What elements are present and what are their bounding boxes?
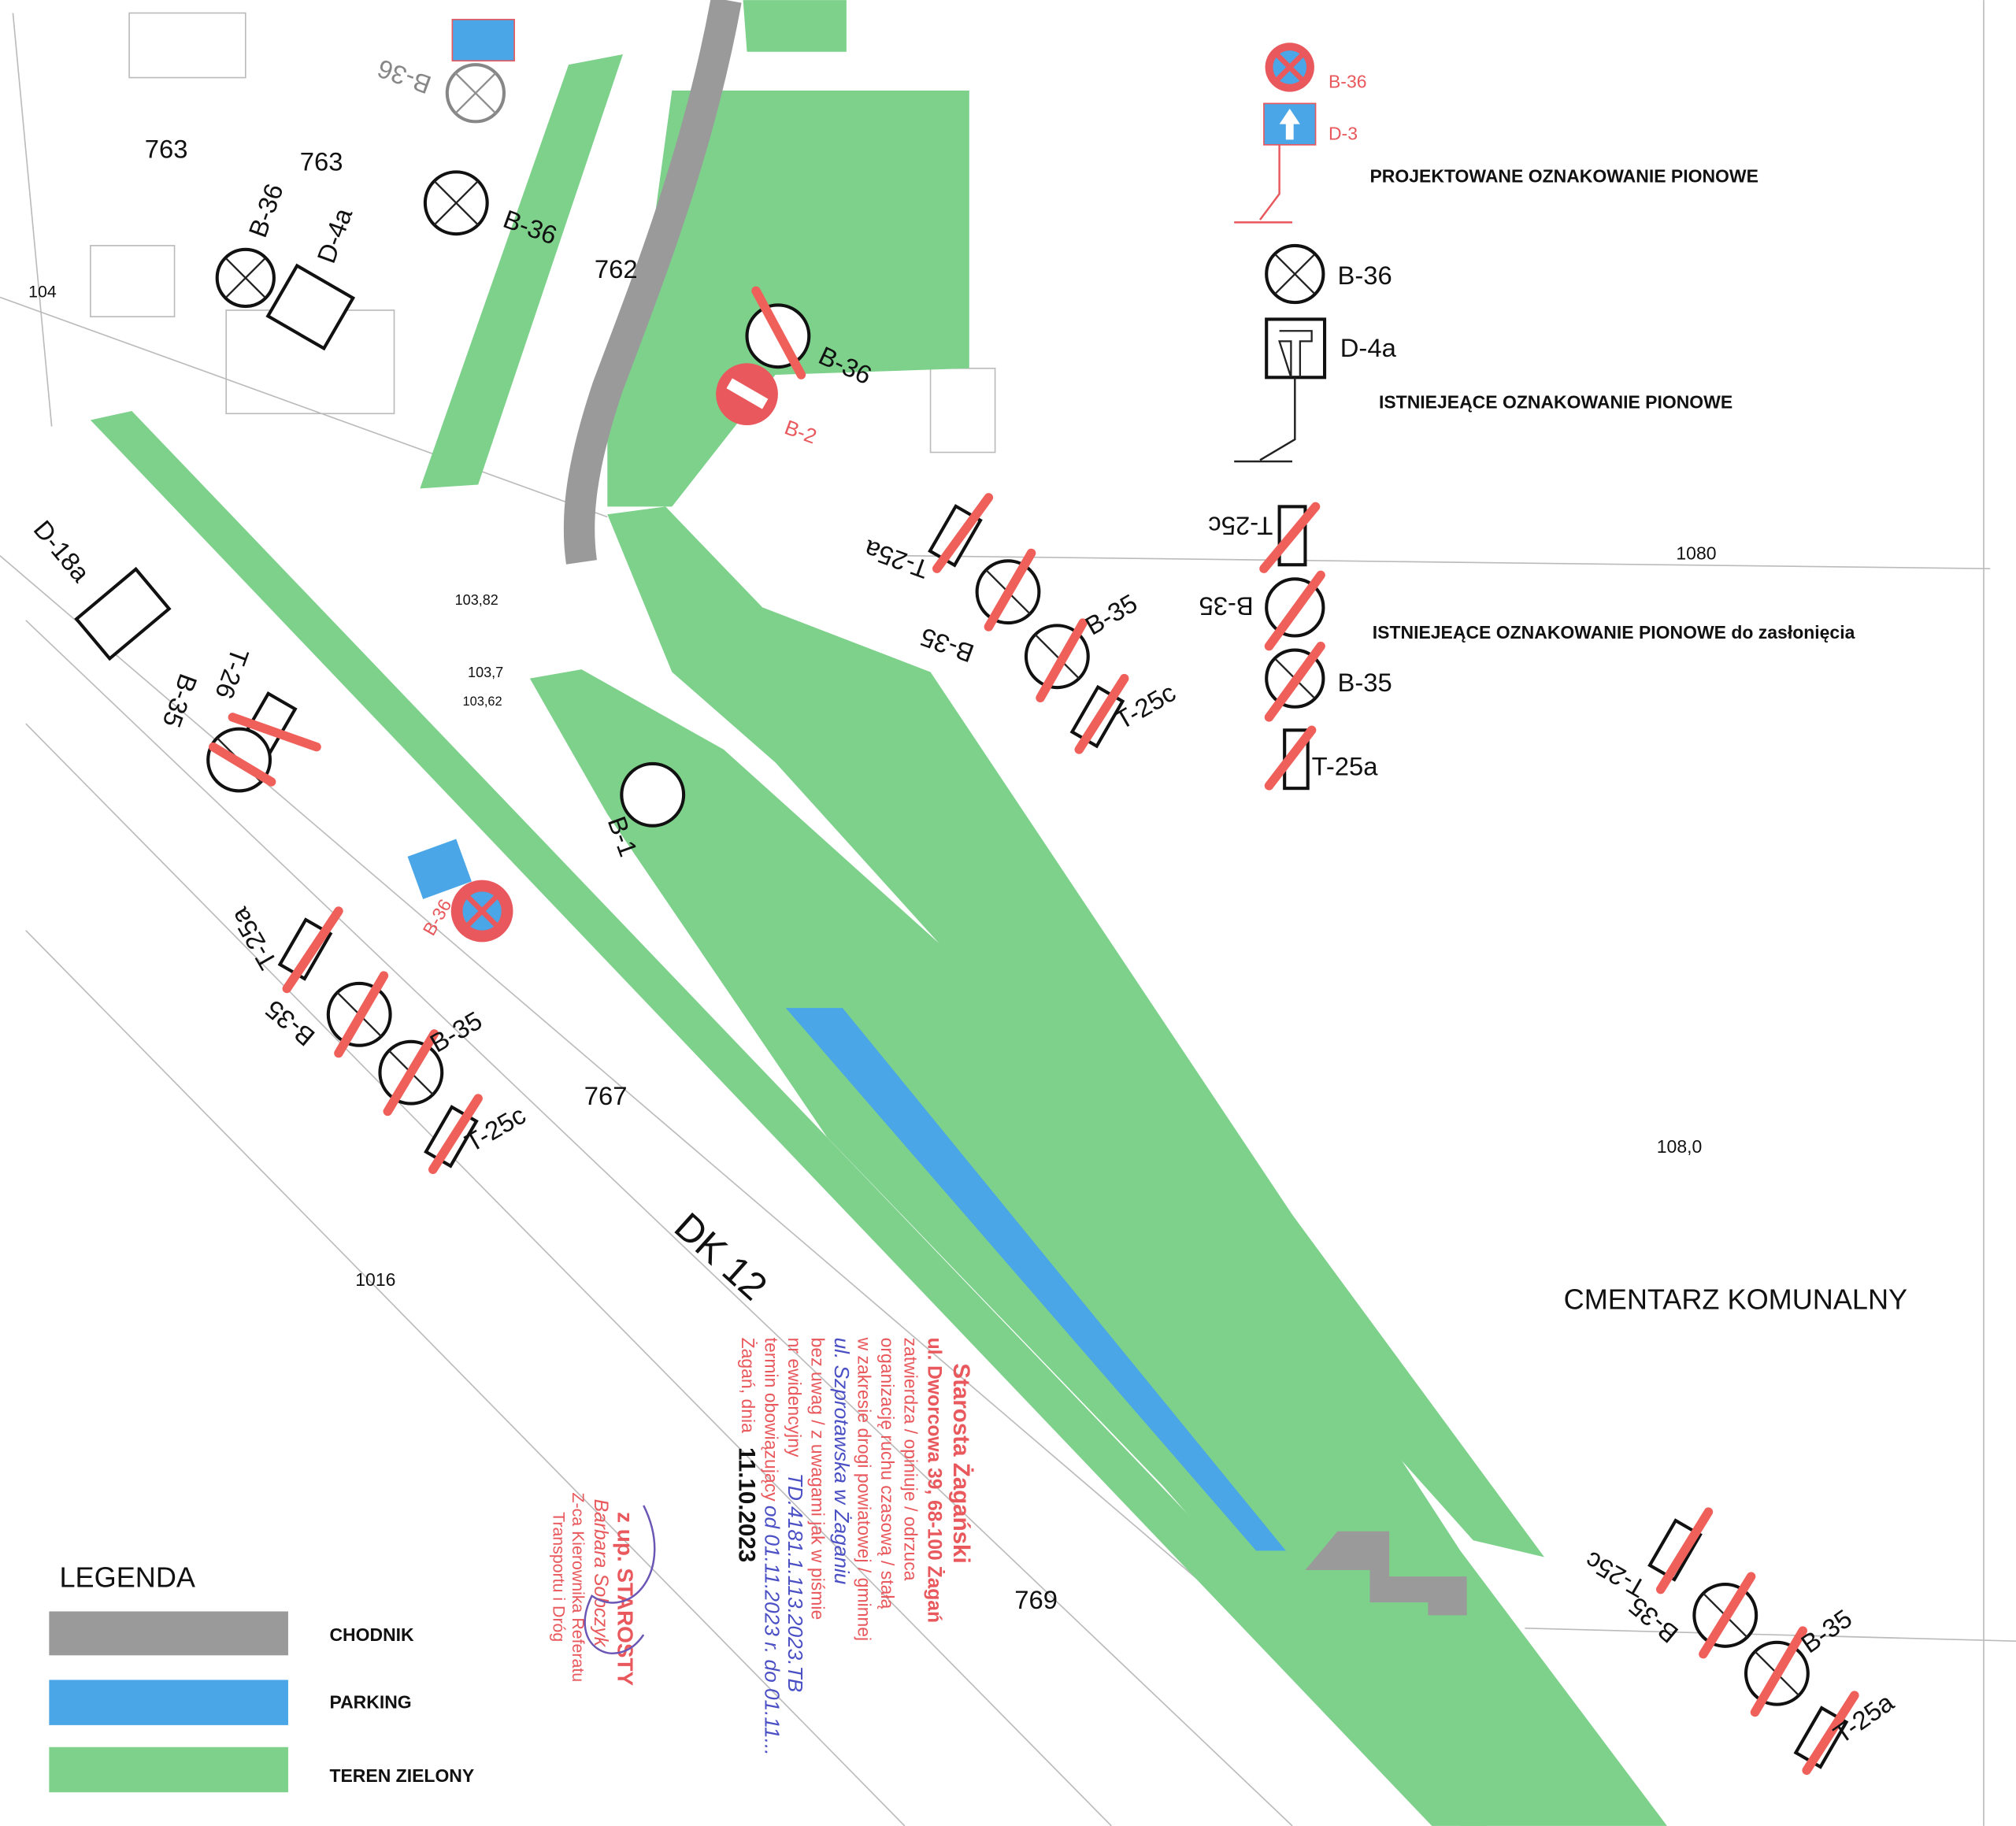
svg-text:T-26: T-26 (209, 644, 254, 702)
key-existing-sign: D-4a (1340, 333, 1397, 362)
sign-t25a-covered: T-25a (1793, 1687, 1899, 1776)
elevation-label: 1080 (1676, 543, 1716, 564)
sign-t25a-covered: T-25a (224, 902, 343, 994)
key-existing-sign: B-36 (1337, 261, 1392, 290)
signature-line: Z-ca Kierownika Referatu (569, 1493, 587, 1683)
stamp-line: termin obowiązujący (761, 1338, 781, 1502)
key-existing-title: ISTNIEJEĄCE OZNAKOWANIE PIONOWE (1379, 392, 1732, 413)
sidewalk-path (563, 0, 742, 565)
handwritten-road: ul. Szprotawska w Żaganiu (830, 1338, 854, 1585)
sign-t25c-covered: T-25c (1580, 1507, 1714, 1603)
legend-swatch-chodnik (49, 1611, 288, 1656)
legend-label: TEREN ZIELONY (329, 1765, 474, 1786)
parcel-label: 763 (145, 134, 188, 163)
stamp-line: Starosta Żagański (948, 1363, 974, 1563)
road-label: DK 12 (666, 1205, 775, 1309)
elevation-label: 103,7 (468, 665, 503, 680)
stamp-line: w zakresie drogi powiatowej / gminnej (854, 1337, 875, 1642)
sign-d18a: D-18a (28, 515, 172, 661)
svg-text:B-36: B-36 (373, 54, 435, 99)
parcel-label: 104 (28, 283, 57, 302)
svg-text:B-2: B-2 (781, 415, 820, 448)
stamp-line: nr ewidencyjny (784, 1338, 805, 1457)
sign-b35-covered: B-35 (1744, 1603, 1857, 1717)
approval-stamp: Starosta Żagański ul. Dworcowa 39, 68-10… (549, 1337, 974, 1756)
stamp-line: organizację ruchu czasową / stałą (877, 1338, 898, 1609)
svg-text:B-36: B-36 (419, 895, 456, 939)
parcel-label: 763 (300, 147, 343, 176)
svg-text:B-35: B-35 (1080, 588, 1143, 641)
parking-area (785, 1008, 1286, 1551)
legend: LEGENDA CHODNIK PARKING TEREN ZIELONY (49, 1561, 474, 1793)
signature-line: Transportu i Dróg (549, 1512, 568, 1642)
elevation-label: 103,82 (455, 592, 498, 608)
sign-b35-covered: B-35 (260, 971, 392, 1058)
key-projected-title: PROJEKTOWANE OZNAKOWANIE PIONOWE (1369, 166, 1758, 187)
sign-b36: B-36 (423, 170, 561, 250)
sign-d3-projected (451, 18, 515, 62)
sign-b2-projected: B-2 (716, 363, 820, 448)
sign-key: B-36 D-3 PROJEKTOWANE OZNAKOWANIE PIONOW… (1199, 43, 1855, 791)
svg-text:D-18a: D-18a (28, 515, 96, 588)
svg-text:B-36: B-36 (243, 180, 288, 241)
key-cover-sign: T-25a (1312, 752, 1379, 781)
svg-text:T-25a: T-25a (1828, 1687, 1899, 1749)
sign-t25c-covered: T-25c (1069, 673, 1180, 754)
svg-text:T-25a: T-25a (860, 534, 932, 584)
key-projected-sign: D-3 (1329, 123, 1358, 143)
sign-d4a: D-4a (265, 204, 358, 351)
parcel-label: 769 (1014, 1585, 1058, 1614)
parcel-label: 762 (595, 254, 638, 283)
elevation-label: 103,62 (462, 694, 502, 709)
stamp-line: bez uwag / z uwagami jak w piśmie (808, 1338, 828, 1620)
parcel-label: 767 (584, 1081, 628, 1110)
legend-title: LEGENDA (59, 1561, 195, 1593)
key-cover-sign: T-25c (1208, 512, 1273, 541)
stamp-line: ul. Dworcowa 39, 68-100 Żagań (923, 1338, 944, 1623)
sign-t25c-covered: T-25c (424, 1094, 531, 1174)
stamp-line: Żagań, dnia (738, 1338, 758, 1434)
arrow-up-icon (1279, 108, 1300, 140)
signature-scribble (584, 1505, 656, 1654)
elevation-label: 1016 (355, 1269, 395, 1290)
legend-label: CHODNIK (329, 1624, 414, 1645)
key-cover-sign: B-35 (1337, 668, 1392, 697)
stamp-line: zatwierdza / opiniuje / odrzuca (901, 1338, 921, 1581)
sign-b36-projected: B-36 (407, 839, 513, 943)
sign-b35-covered: B-35 (378, 1006, 487, 1117)
sign-b35-covered: B-35 (157, 670, 276, 793)
key-cover-sign: B-35 (1199, 591, 1253, 620)
sidewalk-area (1305, 1531, 1467, 1616)
key-projected-sign: B-36 (1329, 72, 1367, 92)
handwritten-number: TD.4181.1.113.2023.TB (784, 1473, 807, 1692)
key-cover-title: ISTNIEJEĄCE OZNAKOWANIE PIONOWE do zasło… (1373, 622, 1855, 643)
sign-t25a-covered: T-25a (860, 493, 994, 584)
elevation-label: 108,0 (1657, 1136, 1702, 1157)
sign-b36: B-36 (373, 54, 506, 124)
cemetery-label: CMENTARZ KOMUNALNY (1564, 1283, 1908, 1315)
svg-text:T-25a: T-25a (224, 902, 283, 975)
legend-swatch-parking (49, 1680, 288, 1725)
svg-text:B-35: B-35 (157, 670, 202, 732)
handwritten-term: od 01.11.2023 r. do 01.11... (760, 1506, 784, 1756)
signature-line: z up. STAROSTY (613, 1512, 637, 1686)
stamp-date: 11.10.2023 (734, 1447, 760, 1562)
legend-swatch-green (49, 1746, 288, 1793)
svg-text:B-35: B-35 (260, 994, 321, 1052)
signature-line: Barbara Sobczyk (590, 1499, 611, 1648)
svg-text:B-35: B-35 (917, 622, 978, 668)
svg-text:B-35: B-35 (1796, 1603, 1857, 1658)
legend-label: PARKING (329, 1692, 411, 1713)
svg-text:D-4a: D-4a (311, 204, 358, 267)
sign-b36: B-36 (215, 180, 289, 309)
